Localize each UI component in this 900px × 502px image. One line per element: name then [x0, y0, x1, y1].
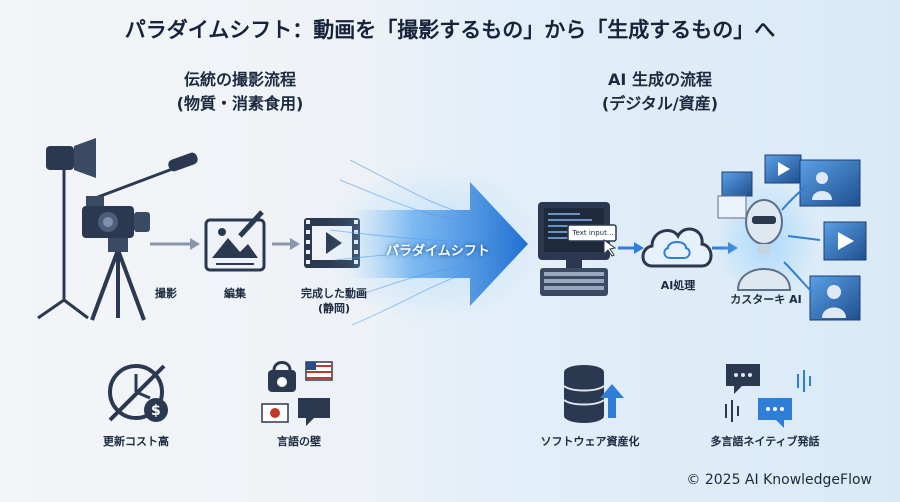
- flow-arrow-3: [618, 242, 644, 254]
- svg-text:$: $: [151, 403, 161, 419]
- step-label-editing: 編集: [224, 287, 246, 300]
- ai-title-line2: (デジタル/資産): [601, 94, 719, 113]
- step-label-ai-processing: AI処理: [660, 279, 696, 292]
- ai-title-line1: AI 生成の流程: [608, 70, 712, 89]
- video-screen-2: [799, 159, 861, 207]
- clock-cost-icon: $: [108, 364, 168, 422]
- paradigm-shift-arrow: [320, 159, 540, 326]
- flow-arrow-2: [272, 238, 300, 250]
- completed-video-sub-label: (静岡): [317, 302, 351, 315]
- step-label-completed-video: 完成した動画 (静岡): [286, 286, 382, 316]
- paradigm-shift-label: パラダイムシフト: [386, 244, 490, 259]
- page-title: パラダイムシフト：動画を「撮影するもの」から「生成するもの」へ: [124, 18, 776, 42]
- traditional-title-line2: (物質・消素食用): [176, 94, 304, 113]
- step-label-custom-ai: カスターキ AI: [730, 293, 802, 306]
- video-screen-3: [823, 221, 867, 261]
- traditional-section-title: 伝統の撮影流程 (物質・消素食用): [130, 68, 350, 116]
- issue-label-language: 言語の壁: [277, 435, 321, 448]
- benefit-label-multilingual: 多言語ネイティブ発話: [710, 435, 820, 448]
- language-barrier-icon: [261, 361, 333, 426]
- edit-image-icon: [204, 210, 266, 272]
- multilingual-speech-icon: [725, 364, 811, 428]
- traditional-title-line1: 伝統の撮影流程: [183, 70, 296, 89]
- flow-arrow-1: [150, 238, 200, 250]
- computer-text-input-icon: [538, 202, 617, 296]
- ai-section-title: AI 生成の流程 (デジタル/資産): [560, 68, 760, 116]
- completed-video-label: 完成した動画: [301, 287, 367, 300]
- text-input-label: Text input...: [572, 229, 614, 237]
- step-label-shooting: 撮影: [155, 287, 177, 300]
- video-screen-5: [717, 195, 747, 219]
- video-screen-4: [809, 275, 861, 321]
- benefit-label-software-asset: ソフトウェア資産化: [540, 435, 640, 448]
- generated-video-screens: [717, 154, 867, 321]
- database-asset-icon: [563, 365, 624, 423]
- issue-label-cost: 更新コスト高: [103, 435, 169, 448]
- ai-cloud-brain-icon: [641, 227, 713, 268]
- copyright-text: © 2025 AI KnowledgeFlow: [686, 472, 872, 488]
- film-camera-icon: [37, 138, 198, 321]
- video-screen-1: [721, 154, 802, 197]
